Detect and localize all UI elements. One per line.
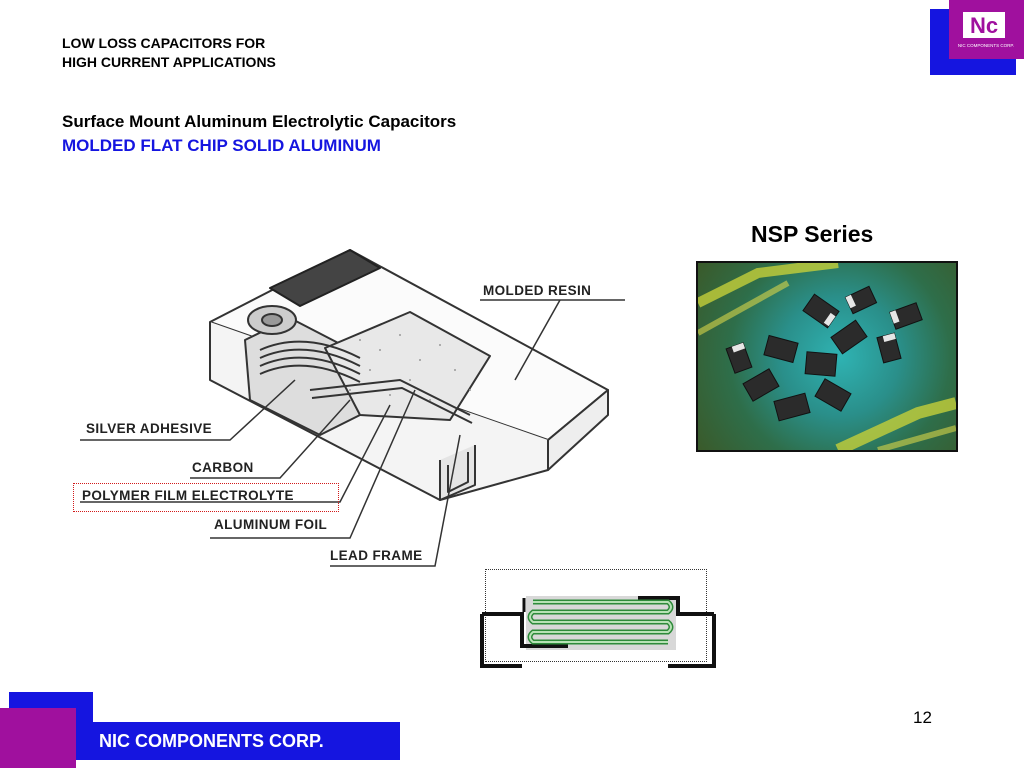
- label-molded-resin: MOLDED RESIN: [483, 283, 592, 298]
- subtitle-line2: MOLDED FLAT CHIP SOLID ALUMINUM: [62, 136, 381, 155]
- page-number: 12: [913, 708, 932, 727]
- header-title-line2: HIGH CURRENT APPLICATIONS: [62, 54, 276, 70]
- subtitle-line1: Surface Mount Aluminum Electrolytic Capa…: [62, 112, 457, 131]
- capacitor-chips-image: [698, 263, 956, 450]
- nsp-product-photo: [696, 261, 958, 452]
- footer-purple-square: [0, 708, 76, 768]
- polymer-film-highlight-box: [73, 483, 339, 512]
- company-logo-icon: Nc NIC COMPONENTS CORP.: [958, 12, 1014, 48]
- footer-company-name: NIC COMPONENTS CORP.: [99, 731, 324, 751]
- capacitor-cutaway-diagram: [80, 249, 625, 567]
- cross-section-diagram: [480, 596, 716, 668]
- label-carbon: CARBON: [192, 460, 254, 475]
- logo-purple-square: Nc NIC COMPONENTS CORP.: [949, 0, 1024, 59]
- label-polymer-film-electrolyte: POLYMER FILM ELECTROLYTE: [82, 488, 294, 503]
- series-title: NSP Series: [751, 221, 874, 247]
- label-aluminum-foil: ALUMINUM FOIL: [214, 517, 328, 532]
- label-lead-frame: LEAD FRAME: [330, 548, 423, 563]
- logo-text: NIC COMPONENTS CORP.: [958, 43, 1014, 48]
- footer-bar: [78, 722, 400, 760]
- label-silver-adhesive: SILVER ADHESIVE: [86, 421, 213, 436]
- header-title-line1: LOW LOSS CAPACITORS FOR: [62, 35, 266, 51]
- logo-mark: Nc: [970, 13, 998, 38]
